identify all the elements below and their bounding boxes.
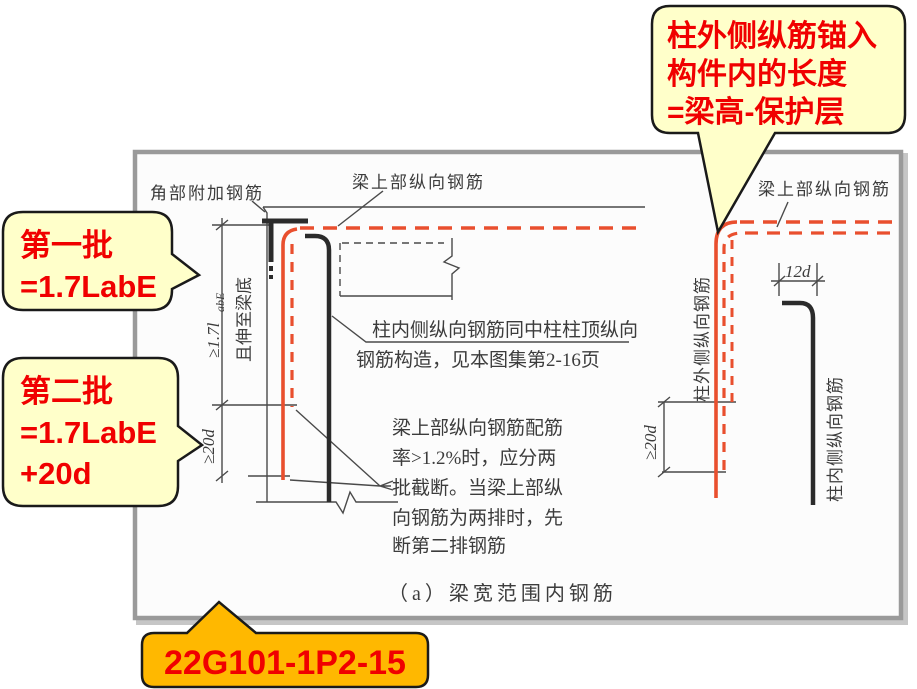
cutoff-note-line1: 梁上部纵向钢筋配筋 [392,417,563,439]
column-outer-rebar-label: 柱外侧纵向钢筋 [693,276,712,402]
second-batch-line1: 第二批 [20,374,113,409]
beam-top-rebar-label-left: 梁上部纵向钢筋 [352,173,485,192]
column-inner-rebar-label: 柱内侧纵向钢筋 [826,376,845,502]
beam-top-label-leader-right [776,201,789,228]
reference-code-callout [140,600,430,689]
diagram-text: 角部附加钢筋 梁上部纵向钢筋 梁上部纵向钢筋 柱内侧纵向钢筋同中柱柱顶纵向 钢筋… [150,173,891,605]
second-batch-line3: +20d [20,456,92,491]
cutoff-note-line4: 向钢筋为两排时，先 [392,507,563,529]
cutoff-note-line2: 率>1.2%时，应分两 [392,447,556,469]
first-batch-line2: =1.7LabE [20,269,157,304]
dim-labE-subscript: abE [213,292,227,312]
cutoff-note-leaders [289,409,394,491]
corner-label-leader [251,200,266,213]
corner-rebar-label: 角部附加钢筋 [150,184,264,203]
corner-additional-rebar [262,218,308,262]
inner-note-line2: 钢筋构造，见本图集第2-16页 [356,349,600,371]
cutoff-note-line3: 批截断。当梁上部纵 [392,477,563,499]
inner-note-leader [331,315,629,343]
column-outer-rebar-dashed-right-1 [722,231,743,470]
beam-top-rebar-label-right: 梁上部纵向钢筋 [758,180,891,199]
column-break-symbol [256,490,398,515]
first-batch-callout [1,210,202,312]
figure-caption: （a）梁宽范围内钢筋 [388,582,617,605]
cutoff-note-line5: 断第二排钢筋 [392,535,506,557]
first-batch-line1: 第一批 [20,228,113,263]
second-batch-callout [1,356,205,508]
dim20d-ticks [657,396,671,478]
anchor-length-line1: 柱外侧纵筋锚入 [667,20,877,53]
beam-break-symbol [442,238,461,300]
dim12d-ticks [773,275,824,287]
left-figure-rebar [262,218,645,502]
dim-20d-label-left: ≥20d [199,429,218,464]
dim-12d-label: 12d [785,262,811,281]
inner-note-line1: 柱内侧纵向钢筋同中柱柱顶纵向 [372,319,638,341]
dim-labE-label: ≥1.7l [204,322,223,358]
dim12d-extension-lines [778,263,818,296]
column-inner-rebar-right [782,300,816,505]
dim-tick-marks [215,219,229,482]
beam-top-label-leader [337,190,384,227]
column-outer-rebar-solid [281,227,298,480]
column-inner-rebar [305,233,332,502]
anchor-length-line2: 构件内的长度 [667,58,847,91]
reference-code-text: 22G101-1P2-15 [164,644,406,682]
anchor-length-callout [650,4,907,236]
right-figure [657,201,825,478]
dim-20d-label-right: ≥20d [641,425,660,460]
extend-to-beam-label: 且伸至梁底 [235,277,254,362]
anchor-length-line3: =梁高-保护层 [667,96,845,129]
callouts: 柱外侧纵筋锚入 构件内的长度 =梁高-保护层 第一批 =1.7LabE 第二批 … [1,4,907,689]
second-batch-line2: =1.7LabE [20,415,157,450]
